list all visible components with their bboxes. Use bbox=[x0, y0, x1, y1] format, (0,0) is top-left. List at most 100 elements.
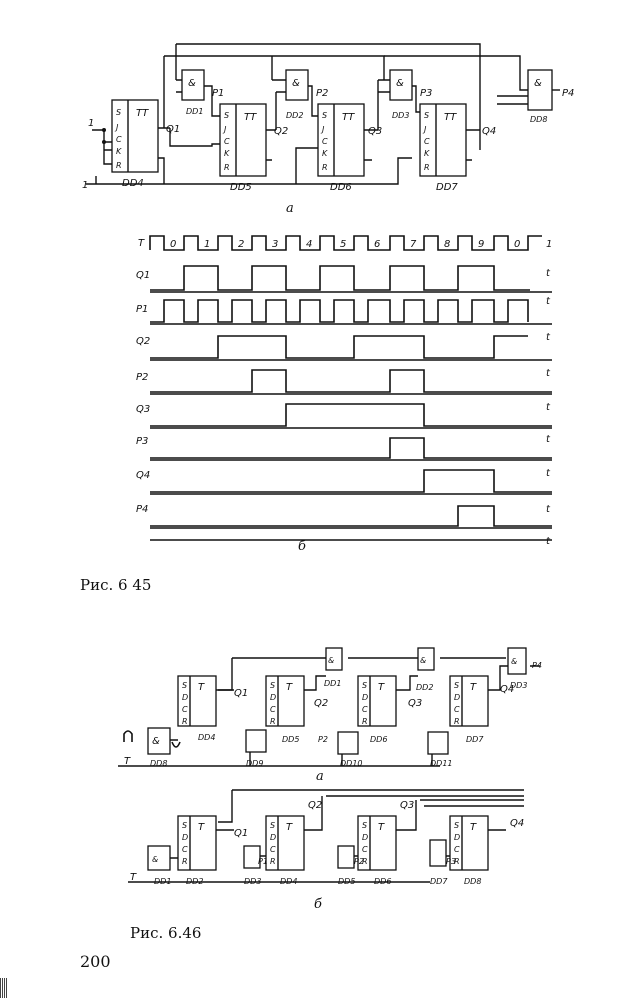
svg-text:1: 1 bbox=[546, 239, 552, 250]
svg-text:J: J bbox=[422, 125, 427, 134]
svg-text:P2: P2 bbox=[354, 857, 364, 866]
svg-text:D: D bbox=[270, 693, 276, 702]
svg-text:TT: TT bbox=[342, 112, 355, 123]
signal-label: Q4 bbox=[136, 470, 150, 481]
svg-text:D: D bbox=[182, 833, 188, 842]
svg-text:DD5: DD5 bbox=[282, 735, 299, 744]
svg-text:t: t bbox=[546, 402, 551, 413]
subfigure-label: а bbox=[286, 201, 294, 216]
output-label: Q3 bbox=[368, 126, 382, 137]
gate-output: P2 bbox=[316, 88, 328, 99]
page-number: 200 bbox=[80, 952, 111, 971]
svg-text:S: S bbox=[454, 681, 459, 690]
gate-output: P4 bbox=[562, 88, 574, 99]
svg-text:J: J bbox=[222, 125, 227, 134]
svg-text:t: t bbox=[546, 468, 551, 479]
signal-label: Q2 bbox=[136, 336, 150, 347]
gate-name: DD8 bbox=[530, 115, 547, 124]
svg-text:C: C bbox=[182, 705, 188, 714]
signal-label: Q3 bbox=[136, 404, 150, 415]
svg-text:T: T bbox=[286, 682, 293, 693]
svg-text:C: C bbox=[116, 135, 122, 144]
svg-text:P1: P1 bbox=[258, 857, 268, 866]
svg-text:4: 4 bbox=[306, 239, 312, 250]
gate-output: P3 bbox=[420, 88, 432, 99]
svg-text:TT: TT bbox=[136, 108, 149, 119]
svg-text:D: D bbox=[362, 693, 368, 702]
svg-text:R: R bbox=[116, 161, 122, 170]
svg-text:DD1: DD1 bbox=[154, 877, 171, 886]
svg-text:T: T bbox=[198, 822, 205, 833]
svg-text:C: C bbox=[454, 845, 460, 854]
svg-text:TT: TT bbox=[444, 112, 457, 123]
svg-text:C: C bbox=[454, 705, 460, 714]
svg-text:Q4: Q4 bbox=[510, 818, 524, 829]
gate-name: DD3 bbox=[392, 111, 409, 120]
fig45-caption: Рис. 6 45 bbox=[80, 576, 152, 594]
svg-text:&: & bbox=[534, 78, 542, 89]
svg-text:DD8: DD8 bbox=[464, 877, 481, 886]
svg-text:C: C bbox=[224, 137, 230, 146]
fig46-schematic-b: T & DD1 SD CR T DD2 Q1 DD3 SD CR T DD4 Q… bbox=[128, 789, 524, 912]
svg-text:R: R bbox=[454, 717, 460, 726]
svg-text:J: J bbox=[114, 123, 119, 132]
svg-text:S: S bbox=[182, 681, 187, 690]
svg-text:DD4: DD4 bbox=[280, 877, 297, 886]
svg-text:S: S bbox=[270, 681, 275, 690]
q2-waveform bbox=[150, 335, 528, 359]
svg-text:DD3: DD3 bbox=[510, 681, 527, 690]
clock-waveform bbox=[149, 235, 542, 251]
svg-text:&: & bbox=[420, 656, 426, 665]
svg-text:DD7: DD7 bbox=[466, 735, 484, 744]
fig46b-ff2: SD CR T DD4 Q2 bbox=[265, 800, 322, 886]
svg-text:T: T bbox=[378, 822, 385, 833]
fig46b-ff1: SD CR T DD2 Q1 bbox=[177, 815, 248, 886]
svg-text:T: T bbox=[286, 822, 293, 833]
svg-text:&: & bbox=[188, 78, 196, 89]
svg-text:5: 5 bbox=[340, 239, 346, 250]
fig46-caption: Рис. 6.46 bbox=[130, 924, 202, 942]
svg-text:R: R bbox=[270, 857, 276, 866]
ff-name: DD6 bbox=[330, 182, 352, 193]
svg-text:T: T bbox=[470, 682, 477, 693]
svg-text:R: R bbox=[270, 717, 276, 726]
svg-text:&: & bbox=[328, 656, 334, 665]
svg-text:0: 0 bbox=[170, 239, 176, 250]
svg-text:&: & bbox=[152, 855, 158, 864]
svg-text:P3: P3 bbox=[446, 857, 456, 866]
svg-text:t: t bbox=[546, 296, 551, 307]
svg-text:t: t bbox=[546, 368, 551, 379]
svg-text:T: T bbox=[198, 682, 205, 693]
svg-text:S: S bbox=[454, 821, 459, 830]
svg-text:DD2: DD2 bbox=[186, 877, 203, 886]
svg-text:8: 8 bbox=[444, 239, 450, 250]
q4-waveform bbox=[150, 469, 552, 493]
fig46a-ff2: SD CR T DD5 Q2 bbox=[265, 675, 328, 744]
svg-text:K: K bbox=[322, 149, 328, 158]
fig45-schematic: S J C K R TT DD4 Q1 & DD1 P1 S J C K R T… bbox=[82, 43, 574, 216]
svg-text:C: C bbox=[362, 845, 368, 854]
fig46a-ff1: SD CR T DD4 Q1 bbox=[177, 675, 248, 742]
svg-text:P4: P4 bbox=[532, 661, 542, 670]
svg-text:R: R bbox=[454, 857, 460, 866]
clock-label: T bbox=[138, 238, 145, 249]
p4-waveform bbox=[150, 505, 552, 527]
svg-text:C: C bbox=[270, 845, 276, 854]
svg-text:P2: P2 bbox=[318, 735, 328, 744]
gate-name: DD2 bbox=[286, 111, 303, 120]
svg-text:S: S bbox=[224, 111, 229, 120]
svg-text:S: S bbox=[424, 111, 429, 120]
svg-text:S: S bbox=[322, 111, 327, 120]
q1-waveform bbox=[150, 265, 530, 291]
svg-text:R: R bbox=[224, 163, 230, 172]
svg-text:DD7: DD7 bbox=[430, 877, 448, 886]
fig46a-ff4: SD CR T DD7 Q4 bbox=[449, 675, 514, 744]
svg-text:R: R bbox=[362, 717, 368, 726]
svg-text:DD10: DD10 bbox=[340, 759, 363, 768]
svg-text:R: R bbox=[322, 163, 328, 172]
svg-text:D: D bbox=[270, 833, 276, 842]
q3-waveform bbox=[150, 403, 552, 427]
svg-text:&: & bbox=[152, 736, 160, 747]
svg-text:DD6: DD6 bbox=[370, 735, 387, 744]
